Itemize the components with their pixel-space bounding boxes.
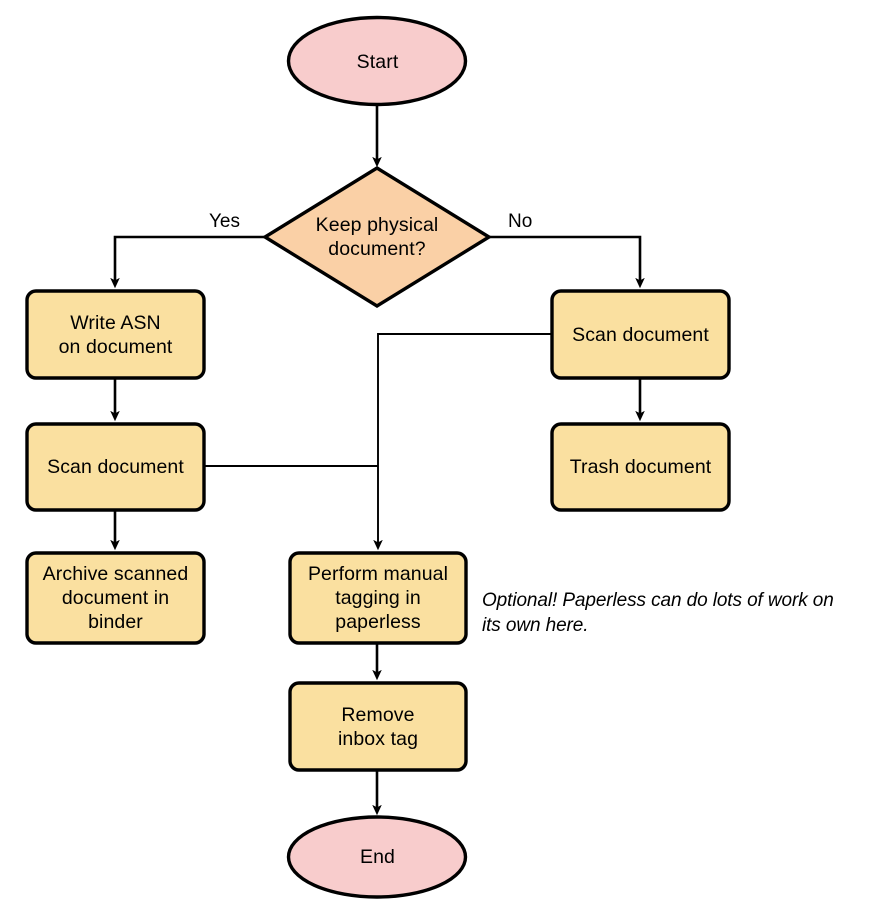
node-shapes bbox=[25, 15, 731, 899]
optional-note: Optional! Paperless can do lots of work … bbox=[482, 590, 834, 636]
node-scan-left-shape[interactable] bbox=[25, 422, 206, 512]
edge-decision-yes-to-write-asn bbox=[110, 235, 266, 289]
edge-label-yes: Yes bbox=[209, 211, 240, 232]
node-end-shape[interactable] bbox=[286, 815, 468, 899]
edge-label-no: No bbox=[508, 211, 533, 232]
node-archive-shape[interactable] bbox=[25, 551, 206, 645]
node-decision-shape[interactable] bbox=[261, 166, 493, 308]
connectors bbox=[110, 104, 645, 816]
node-tagging-shape[interactable] bbox=[288, 551, 468, 645]
node-scan-right-shape[interactable] bbox=[550, 289, 731, 380]
node-trash-shape[interactable] bbox=[550, 422, 731, 512]
edge-scan-right-to-tagging bbox=[373, 333, 552, 551]
node-start-shape[interactable] bbox=[286, 15, 468, 107]
node-write-asn-shape[interactable] bbox=[25, 289, 206, 380]
node-remove-inbox-shape[interactable] bbox=[288, 681, 468, 772]
edge-decision-no-to-scan-right bbox=[489, 235, 645, 289]
